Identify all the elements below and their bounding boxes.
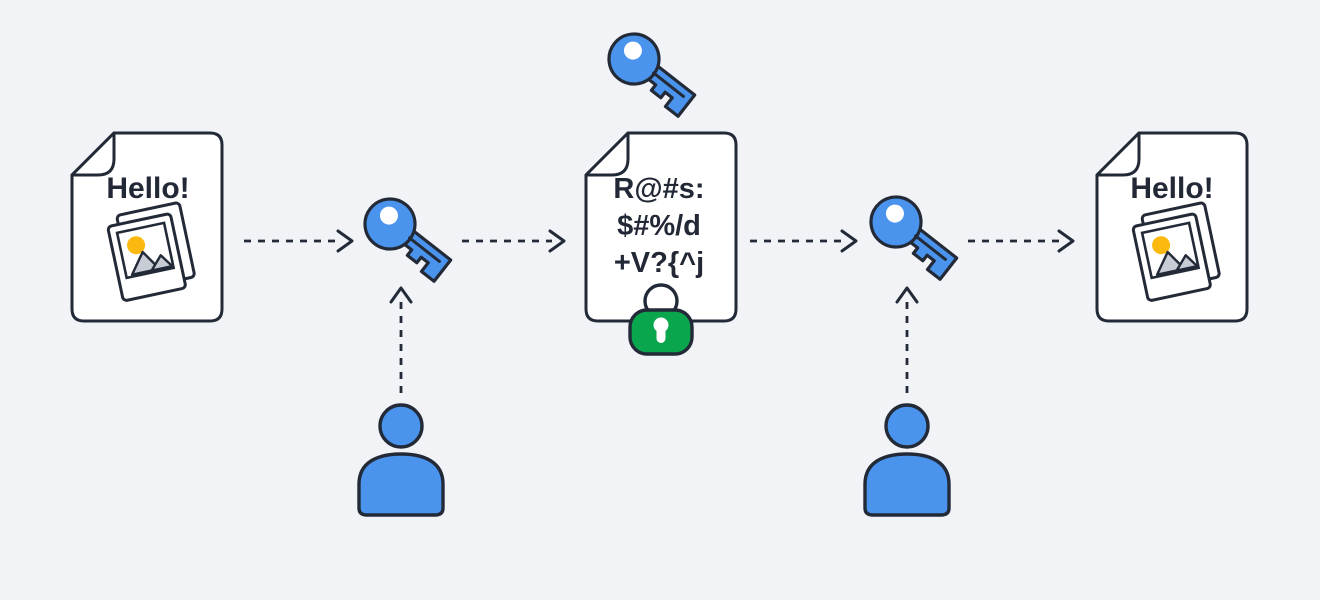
dashed-arrow-icon bbox=[462, 229, 566, 253]
ciphertext-line-2: $#%/d bbox=[617, 210, 701, 242]
encryption-key-icon bbox=[353, 187, 463, 289]
ciphertext-line-3: +V?{^j bbox=[614, 247, 704, 279]
dashed-arrow-up-icon bbox=[389, 286, 413, 397]
plaintext-left-label: Hello! bbox=[106, 172, 189, 205]
recipient-person-icon bbox=[863, 403, 951, 517]
decryption-key-icon bbox=[859, 185, 969, 287]
sender-person-icon bbox=[357, 403, 445, 517]
photo-stack-icon bbox=[1129, 200, 1224, 303]
dashed-arrow-icon bbox=[968, 229, 1075, 253]
plaintext-right-label: Hello! bbox=[1130, 172, 1213, 205]
photo-stack-icon bbox=[104, 200, 199, 303]
dashed-arrow-icon bbox=[750, 229, 858, 253]
dashed-arrow-up-icon bbox=[895, 286, 919, 397]
message-key-icon bbox=[597, 22, 707, 124]
ciphertext-line-1: R@#s: bbox=[613, 173, 704, 205]
dashed-arrow-icon bbox=[244, 229, 354, 253]
